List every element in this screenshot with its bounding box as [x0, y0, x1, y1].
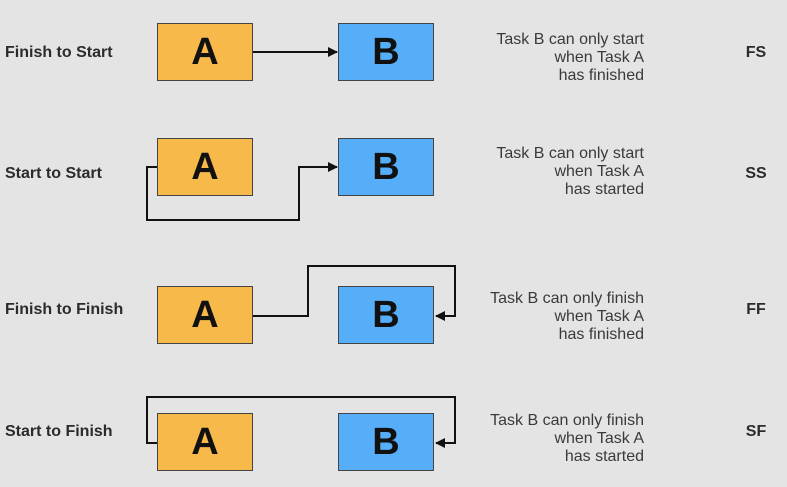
row-label: Finish to Start: [5, 44, 113, 61]
description-line: Task B can only start: [496, 31, 644, 48]
description-line: Task B can only start: [496, 145, 644, 162]
task-b-box: B: [338, 23, 434, 81]
row-description: Task B can only start when Task A has st…: [424, 145, 644, 199]
description-line: has finished: [558, 326, 644, 343]
row-description: Task B can only finish when Task A has s…: [424, 412, 644, 466]
description-line: when Task A: [554, 49, 644, 66]
row-label: Start to Finish: [5, 423, 113, 440]
row-label: Start to Start: [5, 165, 102, 182]
dependency-code: FS: [745, 44, 767, 61]
row-description: Task B can only finish when Task A has f…: [424, 290, 644, 344]
task-a-box: A: [157, 413, 253, 471]
description-line: when Task A: [554, 163, 644, 180]
dependency-code: FF: [746, 301, 766, 318]
description-line: has started: [564, 181, 644, 198]
description-line: Task B can only finish: [490, 290, 644, 307]
task-a-box: A: [157, 138, 253, 196]
description-line: when Task A: [554, 308, 644, 325]
task-a-box: A: [157, 23, 253, 81]
description-line: has finished: [558, 67, 644, 84]
task-b-box: B: [338, 413, 434, 471]
task-b-box: B: [338, 286, 434, 344]
description-line: Task B can only finish: [490, 412, 644, 429]
description-line: when Task A: [554, 430, 644, 447]
row-description: Task B can only start when Task A has fi…: [424, 31, 644, 85]
dependency-code: SF: [745, 423, 767, 440]
task-b-box: B: [338, 138, 434, 196]
row-label: Finish to Finish: [5, 301, 124, 318]
task-a-box: A: [157, 286, 253, 344]
description-line: has started: [564, 448, 644, 465]
dependency-code: SS: [745, 165, 767, 182]
